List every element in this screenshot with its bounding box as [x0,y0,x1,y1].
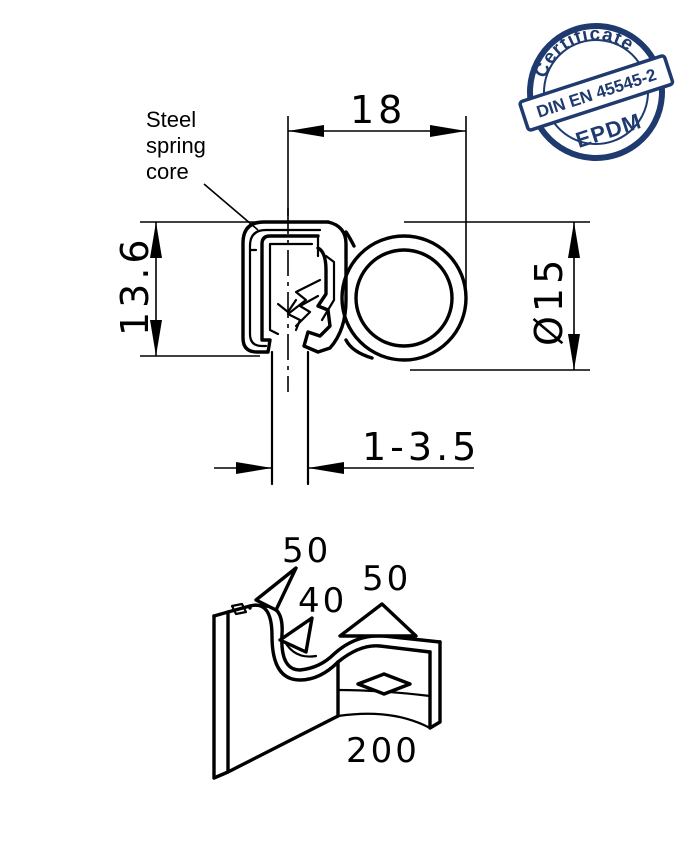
dim-height-label: 13.6 [113,235,157,336]
hardness-bulb: 50 [362,559,411,599]
dimension-height: 13.6 [113,221,260,357]
hardness-lip-top: 50 [282,531,331,571]
dim-clamp-label: 1-3.5 [362,425,480,469]
steel-core-callout: Steel spring core [146,107,259,231]
dimension-clamp-range: 1-3.5 [214,425,480,474]
callout-line-3: core [146,159,189,184]
dimension-width: 18 [287,88,467,296]
marker-lip-inner [278,616,314,654]
dimension-diameter: Ø15 [404,221,590,371]
callout-line-2: spring [146,133,206,158]
marker-base [356,672,412,696]
hardness-base: 200 [346,731,420,771]
dim-diameter-label: Ø15 [527,256,571,346]
certificate-seal: Certificate DIN EN 45545-2 EPDM [518,10,675,161]
hardness-lip-inner: 40 [298,581,347,621]
mounting-flange [270,350,310,486]
dim-width-label: 18 [350,88,406,132]
profile-cross-section [241,220,468,362]
isometric-view: 50 40 50 200 [212,531,442,780]
marker-lip-top [254,566,298,612]
marker-bulb [338,602,418,638]
callout-line-1: Steel [146,107,196,132]
